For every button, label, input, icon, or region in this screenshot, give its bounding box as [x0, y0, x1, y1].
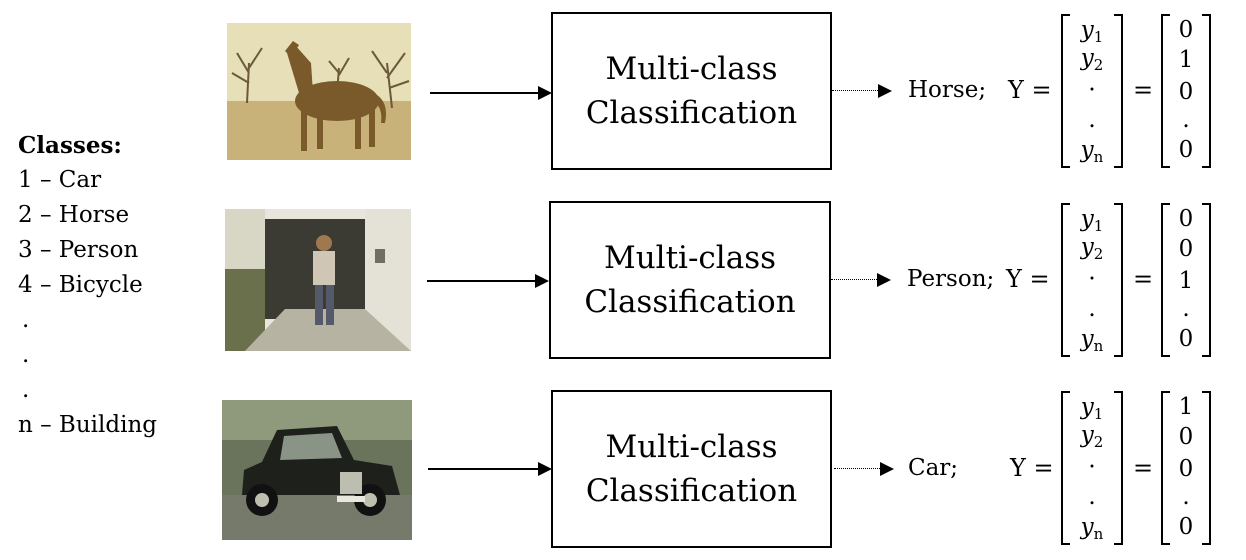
classifier-box-line2: Classification: [585, 473, 798, 509]
class-item-ellipsis-2: .: [22, 342, 30, 368]
vector-element-y2: y2: [1080, 45, 1104, 74]
classifier-box-2: Multi-class Classification: [549, 201, 831, 359]
class-item-ellipsis-3: .: [22, 377, 30, 403]
onehot-vector-2: 0 0 1 . 0: [1161, 203, 1211, 357]
y-equals-2: Y =: [1006, 265, 1050, 293]
class-item-person: 3 – Person: [18, 237, 139, 263]
class-item-ellipsis-1: .: [22, 307, 30, 333]
input-arrow-2: [427, 274, 549, 288]
onehot-value: .: [1182, 484, 1190, 510]
onehot-value: .: [1182, 296, 1190, 322]
class-item-horse: 2 – Horse: [18, 202, 130, 228]
input-arrow-1: [430, 86, 552, 100]
output-arrow-1: [832, 84, 892, 98]
onehot-vector-3: 1 0 0 . 0: [1161, 391, 1211, 545]
onehot-value: 0: [1178, 424, 1194, 450]
classifier-box-line1: Multi-class: [603, 240, 777, 276]
horse-photo: [227, 23, 411, 160]
vector-element-dot: ·: [1088, 77, 1096, 103]
result-label-car: Car;: [908, 455, 959, 481]
vector-element-dot: ·: [1088, 266, 1096, 292]
onehot-value: 0: [1178, 79, 1194, 105]
equals-sign-1: =: [1133, 76, 1154, 104]
y-equals-1: Y =: [1008, 76, 1052, 104]
y-equals-3: Y =: [1010, 454, 1054, 482]
onehot-value: 1: [1178, 47, 1194, 73]
onehot-value: 0: [1178, 514, 1194, 540]
equals-sign-2: =: [1133, 265, 1154, 293]
result-label-person: Person;: [907, 266, 995, 292]
output-arrow-2: [831, 273, 891, 287]
vector-element-dot: .: [1088, 296, 1096, 322]
classifier-box-line1: Multi-class: [605, 429, 778, 465]
onehot-value: 1: [1178, 268, 1194, 294]
input-arrow-3: [428, 462, 552, 476]
onehot-value: 0: [1178, 137, 1194, 163]
onehot-value: 1: [1178, 394, 1194, 420]
classifier-box-3: Multi-class Classification: [551, 390, 832, 548]
onehot-vector-1: 0 1 0 . 0: [1161, 14, 1211, 168]
vector-element-yn: yn: [1080, 326, 1104, 355]
class-item-car: 1 – Car: [18, 167, 102, 193]
classifier-box-line2: Classification: [585, 95, 798, 131]
output-vector-2: y1 y2 · . yn: [1061, 203, 1123, 357]
output-vector-3: y1 y2 · . yn: [1061, 391, 1123, 545]
onehot-value: 0: [1178, 236, 1194, 262]
onehot-value: .: [1182, 107, 1190, 133]
onehot-value: 0: [1178, 456, 1194, 482]
vector-element-y2: y2: [1080, 422, 1104, 451]
classes-header: Classes:: [18, 132, 122, 159]
classifier-box-1: Multi-class Classification: [551, 12, 832, 170]
person-photo: [225, 209, 411, 351]
onehot-value: 0: [1178, 206, 1194, 232]
vector-element-dot: .: [1088, 484, 1096, 510]
vector-element-yn: yn: [1080, 137, 1104, 166]
vector-element-y1: y1: [1080, 394, 1104, 423]
class-list: Classes: 1 – Car 2 – Horse 3 – Person 4 …: [18, 128, 208, 443]
result-label-horse: Horse;: [908, 77, 987, 103]
output-arrow-3: [834, 462, 894, 476]
vector-element-y2: y2: [1080, 234, 1104, 263]
onehot-value: 0: [1178, 17, 1194, 43]
vector-element-y1: y1: [1080, 17, 1104, 46]
vector-element-y1: y1: [1080, 206, 1104, 235]
onehot-value: 0: [1178, 326, 1194, 352]
vector-element-yn: yn: [1080, 514, 1104, 543]
output-vector-1: y1 y2 · . yn: [1061, 14, 1123, 168]
class-item-bicycle: 4 – Bicycle: [18, 272, 143, 298]
classifier-box-line1: Multi-class: [605, 51, 778, 87]
vector-element-dot: ·: [1088, 454, 1096, 480]
classifier-box-line2: Classification: [584, 284, 796, 320]
class-item-building: n – Building: [18, 412, 157, 438]
vector-element-dot: .: [1088, 107, 1096, 133]
equals-sign-3: =: [1133, 454, 1154, 482]
car-photo: [222, 400, 412, 540]
